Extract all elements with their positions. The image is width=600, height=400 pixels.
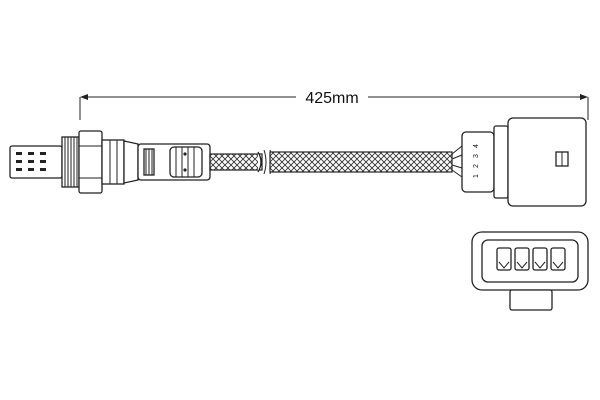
pin-label-4: 4 bbox=[473, 144, 480, 148]
sensor-probe-tip bbox=[9, 145, 63, 179]
dimension-arrow-right bbox=[580, 94, 588, 100]
braided-cable-left bbox=[209, 151, 263, 173]
sensor-sleeve bbox=[137, 143, 211, 181]
pin-label-1: 1 bbox=[473, 174, 480, 178]
connector-wires bbox=[451, 145, 463, 178]
braided-cable-right bbox=[269, 151, 453, 173]
pin-label-3: 3 bbox=[473, 154, 480, 158]
dimension-line: 425mm bbox=[79, 90, 589, 120]
connector-side-view: 4 3 2 1 bbox=[461, 117, 587, 207]
sensor-hex-body bbox=[78, 130, 139, 194]
dimension-label: 425mm bbox=[305, 90, 358, 107]
connector-front-view bbox=[471, 231, 589, 311]
pin-label-2: 2 bbox=[473, 164, 480, 168]
sensor-thread bbox=[61, 136, 80, 188]
dimension-arrow-left bbox=[80, 94, 88, 100]
